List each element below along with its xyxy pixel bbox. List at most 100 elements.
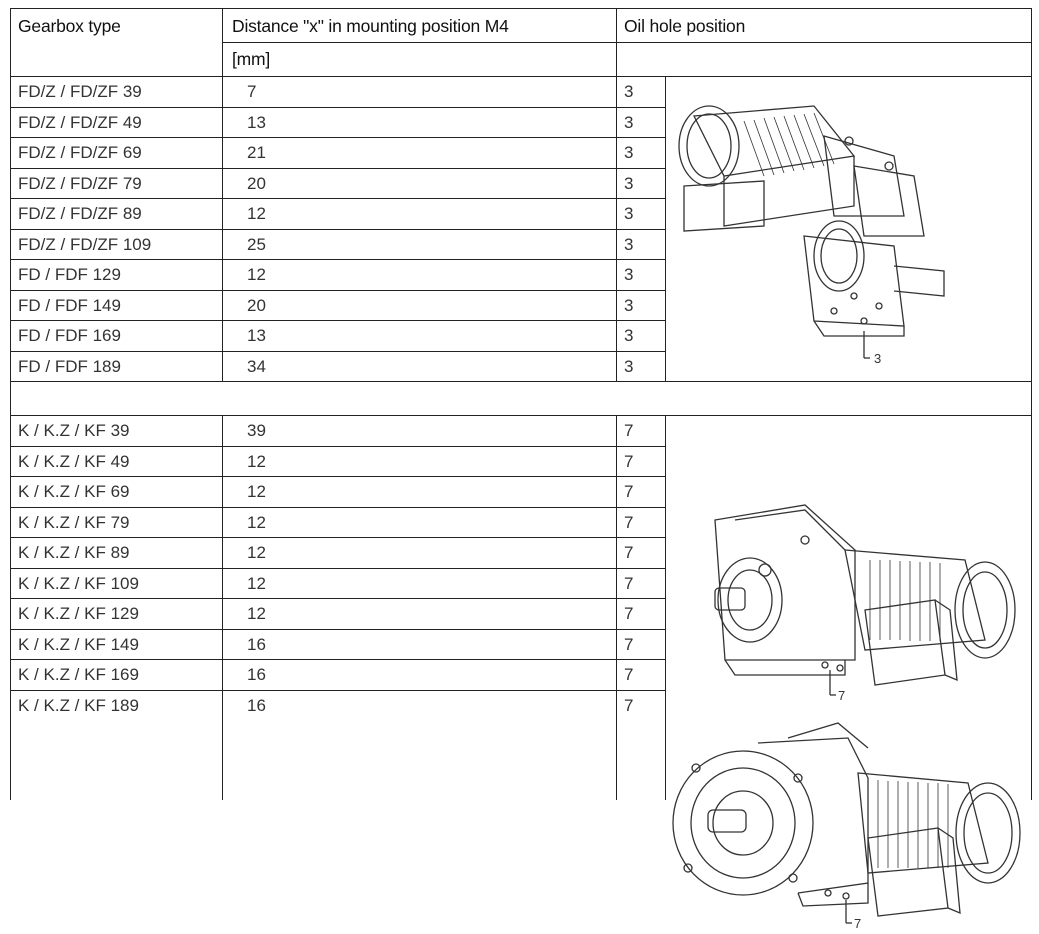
table-rule (1031, 8, 1032, 800)
gearbox-k-illustration: 7 (695, 500, 1025, 703)
oil-hole-position-cell: 3 (624, 112, 634, 132)
gearbox-type-cell: K / K.Z / KF 49 (18, 451, 130, 471)
distance-cell: 16 (247, 665, 266, 684)
table-rule (10, 689, 665, 691)
gearbox-fd-illustration: 3 (664, 96, 954, 376)
table-rule (616, 415, 617, 800)
oil-hole-position-cell: 3 (624, 173, 634, 193)
gearbox-type-cell: FD/Z / FD/ZF 49 (18, 112, 142, 132)
distance-cell: 16 (247, 634, 266, 654)
oil-hole-position-cell: 3 (624, 295, 634, 315)
oil-hole-position-cell: 7 (624, 573, 634, 593)
table-rule (665, 76, 666, 381)
distance-cell: 21 (247, 143, 266, 162)
table-rule (10, 289, 665, 291)
gearbox-type-cell: K / K.Z / KF 149 (18, 634, 139, 654)
gearbox-type-cell: FD/Z / FD/ZF 69 (18, 143, 142, 162)
table-rule (10, 198, 665, 199)
oil-hole-position-cell: 3 (624, 82, 634, 101)
table-rule (10, 106, 665, 108)
distance-cell: 12 (247, 204, 266, 223)
column-header-gearbox-type: Gearbox type (18, 16, 121, 36)
table-rule (10, 381, 1031, 382)
table-rule (10, 628, 665, 630)
oil-hole-position-cell: 7 (624, 543, 634, 562)
table-rule (10, 537, 665, 538)
table-rule (10, 350, 665, 352)
gearbox-type-cell: FD/Z / FD/ZF 109 (18, 234, 152, 254)
gearbox-type-cell: FD / FDF 189 (18, 356, 121, 376)
oil-hole-position-cell: 7 (624, 604, 634, 623)
distance-cell: 12 (247, 543, 266, 562)
gearbox-type-cell: K / K.Z / KF 39 (18, 421, 130, 440)
oil-hole-position-cell: 3 (624, 143, 634, 162)
distance-cell: 34 (247, 356, 266, 376)
table-rule (10, 8, 11, 800)
gearbox-type-cell: FD/Z / FD/ZF 39 (18, 82, 142, 101)
table-rule (10, 320, 665, 321)
distance-cell: 20 (247, 173, 266, 193)
oil-hole-position-cell: 3 (624, 204, 634, 223)
gearbox-type-cell: K / K.Z / KF 169 (18, 665, 139, 684)
table-rule (10, 76, 1031, 77)
distance-cell: 12 (247, 573, 266, 593)
table-rule (10, 445, 665, 447)
oil-hole-position-cell: 7 (624, 421, 634, 440)
oil-hole-position-cell: 7 (624, 451, 634, 471)
oil-hole-position-cell: 3 (624, 326, 634, 345)
oil-hole-position-cell: 7 (624, 665, 634, 684)
oil-hole-position-cell: 3 (624, 265, 634, 284)
gearbox-type-cell: FD / FDF 129 (18, 265, 121, 284)
gearbox-type-cell: K / K.Z / KF 69 (18, 482, 130, 501)
table-rule (10, 228, 665, 230)
gearbox-type-cell: FD/Z / FD/ZF 89 (18, 204, 142, 223)
table-rule (222, 42, 1031, 43)
column-header-oil-hole-position: Oil hole position (624, 16, 746, 36)
table-rule (10, 476, 665, 477)
oil-hole-position-cell: 7 (624, 512, 634, 532)
table-rule (10, 598, 665, 599)
oil-hole-position-cell: 3 (624, 234, 634, 254)
oil-hole-callout: 7 (838, 688, 846, 703)
table-rule (10, 659, 665, 660)
column-header-distance: Distance "x" in mounting position M4 (232, 16, 509, 36)
table-rule (616, 76, 617, 381)
distance-cell: 12 (247, 265, 266, 284)
gearbox-kf-illustration: 7 (668, 718, 1028, 931)
distance-cell: 13 (247, 326, 266, 345)
table-rule (10, 259, 665, 260)
table-rule (10, 415, 1031, 416)
table-rule (665, 415, 666, 800)
gearbox-type-cell: K / K.Z / KF 189 (18, 695, 139, 715)
distance-cell: 12 (247, 451, 266, 471)
distance-cell: 12 (247, 482, 266, 501)
oil-hole-position-cell: 7 (624, 634, 634, 654)
gearbox-type-cell: FD / FDF 149 (18, 295, 121, 315)
gearbox-type-cell: K / K.Z / KF 129 (18, 604, 139, 623)
table-rule (10, 167, 665, 169)
oil-hole-position-cell: 7 (624, 482, 634, 501)
oil-hole-position-cell: 7 (624, 695, 634, 715)
distance-cell: 12 (247, 512, 266, 532)
table-rule (222, 76, 223, 381)
table-rule (10, 567, 665, 569)
table-rule (616, 8, 617, 76)
gearbox-type-cell: FD / FDF 169 (18, 326, 121, 345)
distance-cell: 7 (247, 82, 257, 101)
column-header-unit: [mm] (232, 49, 271, 69)
gearbox-type-cell: K / K.Z / KF 109 (18, 573, 139, 593)
table-rule (10, 137, 665, 138)
distance-cell: 16 (247, 695, 266, 715)
oil-hole-position-cell: 3 (624, 356, 634, 376)
gearbox-type-cell: K / K.Z / KF 89 (18, 543, 130, 562)
table-rule (222, 8, 223, 76)
oil-hole-callout: 3 (874, 351, 882, 366)
distance-cell: 12 (247, 604, 266, 623)
gearbox-type-cell: K / K.Z / KF 79 (18, 512, 130, 532)
distance-cell: 13 (247, 112, 266, 132)
distance-cell: 20 (247, 295, 266, 315)
table-rule (222, 415, 223, 800)
oil-hole-callout: 7 (854, 916, 862, 931)
gearbox-type-cell: FD/Z / FD/ZF 79 (18, 173, 142, 193)
table-rule (10, 506, 665, 508)
